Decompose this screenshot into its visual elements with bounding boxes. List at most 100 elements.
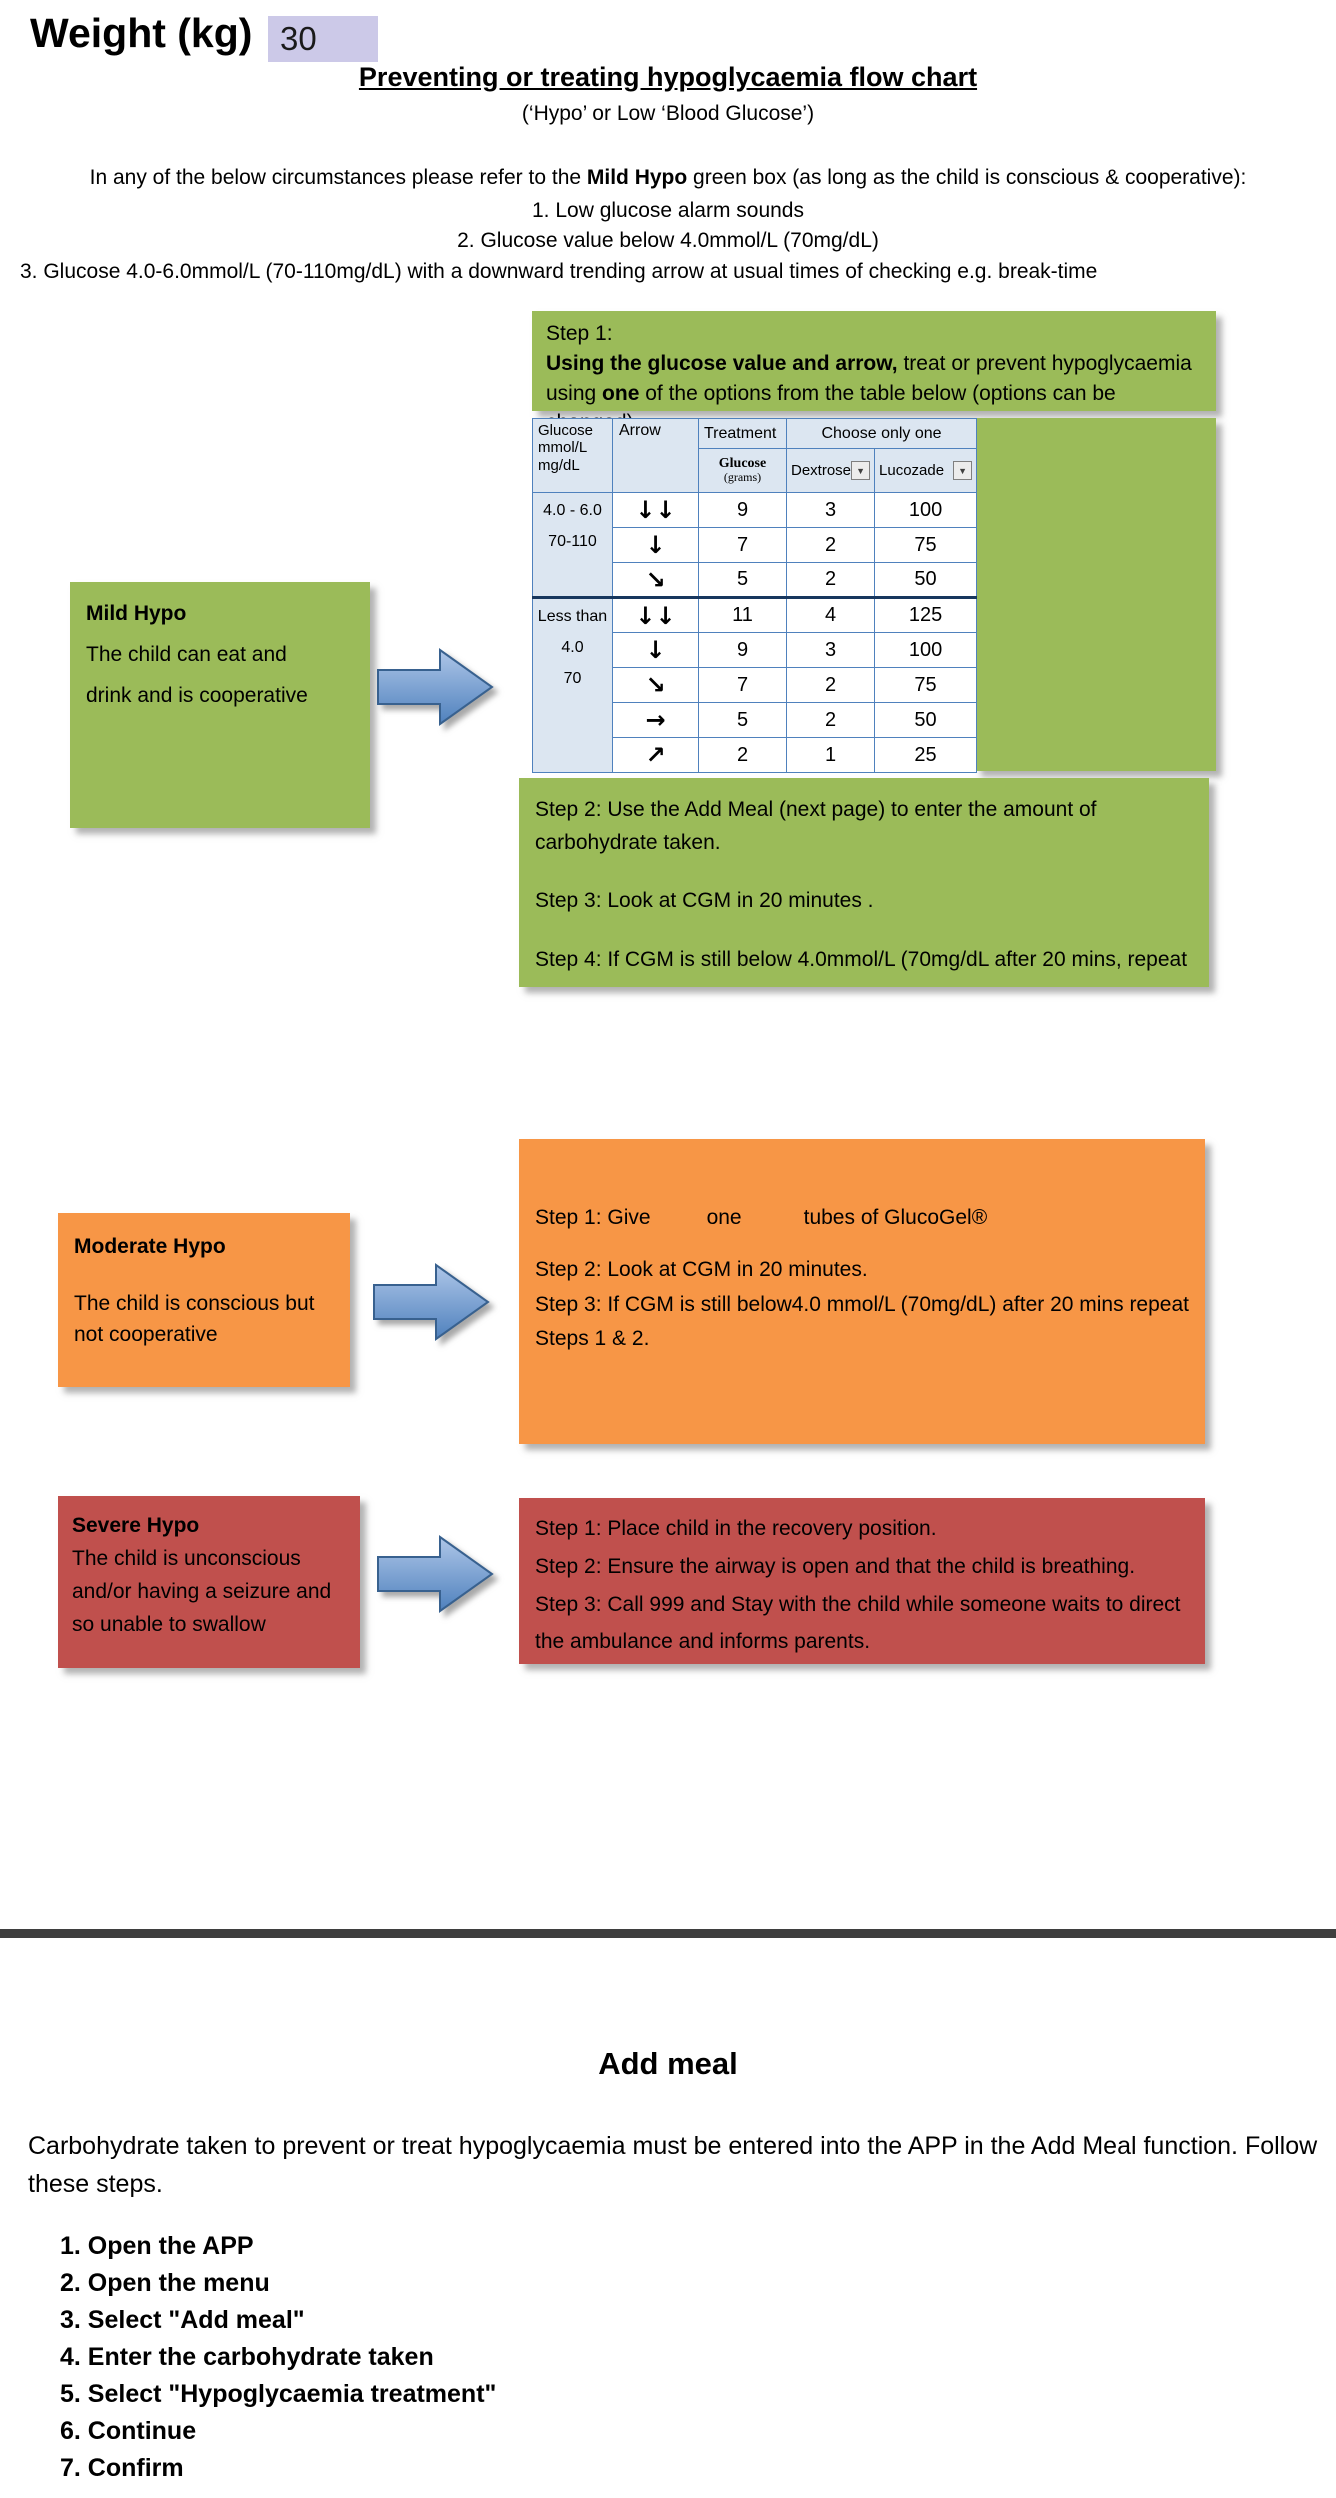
glucose-range-line: 70 <box>563 670 582 687</box>
severe-steps-box: Step 1: Place child in the recovery posi… <box>519 1498 1205 1664</box>
glucose-header-line: Glucose <box>538 422 594 439</box>
lucozade-value-cell: 75 <box>874 527 978 563</box>
glucose-grams-cell: 9 <box>698 492 787 528</box>
dextrose-value-cell: 2 <box>785 702 876 738</box>
dextrose-value-cell: 2 <box>785 527 876 563</box>
add-meal-step: 4. Enter the carbohydrate taken <box>60 2343 434 2371</box>
glucose-grams-cell: 2 <box>698 737 787 773</box>
flow-arrow-icon <box>377 1535 494 1613</box>
weight-label: Weight (kg) <box>30 10 253 56</box>
glucose-grams-line: (grams) <box>723 470 762 484</box>
moderate-hypo-line: not cooperative <box>74 1323 218 1346</box>
step1-line1: Using the glucose value and arrow, treat… <box>546 349 1202 379</box>
step1-title: Step 1: <box>546 322 613 345</box>
add-meal-step: 6. Continue <box>60 2417 197 2445</box>
lucozade-dropdown-button[interactable]: ▼ <box>953 461 973 480</box>
lucozade-header-cell: Lucozade ▼ <box>874 448 978 493</box>
glucose-grams-cell: 5 <box>698 562 787 598</box>
glucose-range-line: 4.0 <box>561 639 584 656</box>
mild-step-3: Step 3: Look at CGM in 20 minutes . <box>535 889 874 913</box>
dextrose-dropdown-button[interactable]: ▼ <box>851 461 871 480</box>
dextrose-value-cell: 2 <box>785 562 876 598</box>
glucose-header-line: mg/dL <box>538 456 580 474</box>
add-meal-step: 5. Select "Hypoglycaemia treatment" <box>60 2380 497 2408</box>
glucose-header-line: mmol/L <box>538 439 588 457</box>
flow-arrow-icon <box>377 648 494 726</box>
mild-hypo-line: The child can eat and <box>86 643 287 666</box>
lucozade-value-cell: 25 <box>874 737 978 773</box>
add-meal-step: 1. Open the APP <box>60 2232 254 2260</box>
trend-arrow-cell: ↓ <box>612 632 699 668</box>
glucose-range-line: 4.0 - 6.0 <box>543 502 602 519</box>
dextrose-header-cell: Dextrose ▼ <box>785 448 876 493</box>
lucozade-value-cell: 50 <box>874 702 978 738</box>
text-segment: In any of the below circumstances please… <box>89 166 587 189</box>
dextrose-value-cell: 2 <box>785 667 876 703</box>
severe-hypo-line: The child is unconscious <box>72 1546 301 1570</box>
dextrose-value-cell: 1 <box>785 737 876 773</box>
add-meal-heading: Add meal <box>598 2046 738 2081</box>
table-subheader-row: Glucose (grams) Dextrose ▼ Lucozade ▼ <box>533 448 978 493</box>
glucose-range-line: 70-110 <box>548 533 597 550</box>
lucozade-value-cell: 100 <box>874 492 978 528</box>
mild-hypo-line: drink and is cooperative <box>86 684 308 708</box>
glucose-options-table: Glucose mmol/L mg/dL Arrow Treatment Cho… <box>532 418 978 773</box>
add-meal-steps-list: 1. Open the APP 2. Open the menu 3. Sele… <box>60 2232 496 2491</box>
lucozade-header-label: Lucozade <box>879 462 945 479</box>
dextrose-value-cell: 4 <box>785 596 876 633</box>
glucose-range-cell: 4.0 - 6.0 70-110 <box>532 492 613 598</box>
green-side-panel <box>975 418 1216 771</box>
criterion-2: 2. Glucose value below 4.0mmol/L (70mg/d… <box>457 229 879 252</box>
choose-only-one-header: Choose only one <box>785 418 978 449</box>
text-segment: Using the glucose value and arrow, <box>546 351 898 375</box>
table-header-row: Glucose mmol/L mg/dL Arrow Treatment Cho… <box>532 418 978 493</box>
treatment-column-header: Treatment <box>698 418 787 449</box>
glucose-grams-cell: 5 <box>698 702 787 738</box>
trend-arrow-cell: ↓↓ <box>612 492 699 528</box>
glucose-grams-cell: 7 <box>698 527 787 563</box>
trend-arrow-cell: ↘ <box>612 562 699 598</box>
text-segment: one <box>602 381 640 405</box>
trend-arrow-cell: ↓ <box>612 527 699 563</box>
criterion-1: 1. Low glucose alarm sounds <box>532 199 804 222</box>
severe-step-3: Step 3: Call 999 and Stay with the child… <box>535 1592 1181 1654</box>
glucogel-quantity-value[interactable]: one <box>706 1206 742 1229</box>
page-title: Preventing or treating hypoglycaemia flo… <box>358 62 978 92</box>
dextrose-header-label: Dextrose <box>791 462 852 479</box>
mild-step-4: Step 4: If CGM is still below 4.0mmol/L … <box>535 947 1188 971</box>
glucose-column-header: Glucose mmol/L mg/dL <box>532 418 613 493</box>
page-subtitle: (‘Hypo’ or Low ‘Blood Glucose’) <box>521 102 815 125</box>
mild-step-2: Step 2: Use the Add Meal (next page) to … <box>535 798 1097 854</box>
trend-arrow-cell: ↓↓ <box>612 596 699 633</box>
text-segment: green box (as long as the child is consc… <box>687 166 1247 189</box>
step1-box: Step 1: Using the glucose value and arro… <box>532 311 1216 434</box>
arrow-column-header: Arrow <box>612 418 699 493</box>
trend-arrow-cell: ↘ <box>612 667 699 703</box>
lucozade-value-cell: 100 <box>874 632 978 668</box>
glucogel-prefix: Step 1: Give <box>535 1206 651 1229</box>
lucozade-value-cell: 125 <box>874 596 978 633</box>
glucose-range-line: Less than <box>537 608 608 625</box>
add-meal-step: 2. Open the menu <box>60 2269 270 2297</box>
text-segment: Mild Hypo <box>586 166 688 189</box>
dextrose-value-cell: 3 <box>785 632 876 668</box>
glucogel-suffix: tubes of GlucoGel® <box>803 1206 988 1229</box>
criterion-3: 3. Glucose 4.0-6.0mmol/L (70-110mg/dL) w… <box>20 260 1098 283</box>
glucose-range-cell: Less than 4.0 70 <box>532 596 613 773</box>
severe-hypo-box: Severe Hypo The child is unconscious and… <box>58 1496 360 1668</box>
glucose-grams-header: Glucose (grams) <box>698 448 787 493</box>
trend-arrow-cell: → <box>612 702 699 738</box>
severe-step-1: Step 1: Place child in the recovery posi… <box>535 1517 937 1540</box>
glucose-grams-line: Glucose <box>718 456 767 471</box>
weight-value-cell[interactable]: 30 <box>268 16 378 62</box>
severe-hypo-line: and/or having a seizure and <box>72 1579 332 1603</box>
